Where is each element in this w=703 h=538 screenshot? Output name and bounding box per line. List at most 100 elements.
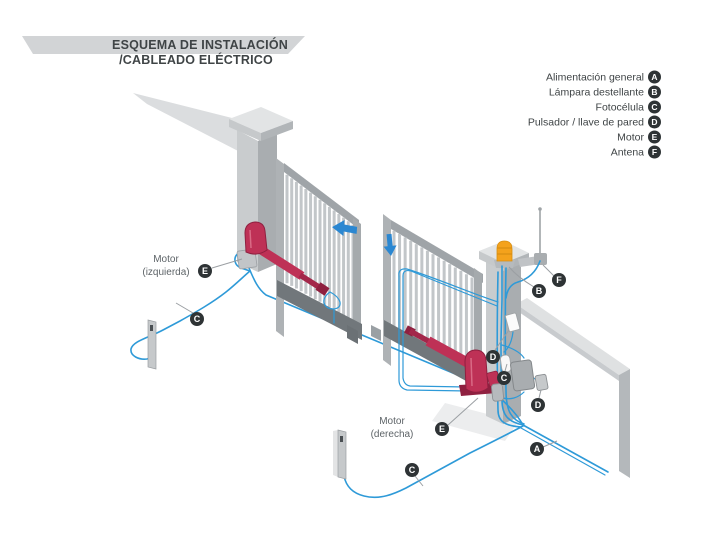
gate-right-foot	[371, 325, 381, 341]
svg-text:D: D	[651, 117, 657, 127]
legend-label: Lámpara destellante	[549, 87, 644, 99]
legend-item-motor: Motor E	[617, 130, 661, 144]
svg-text:C: C	[501, 373, 508, 383]
gate-left	[276, 158, 362, 344]
legend-label: Antena	[611, 147, 644, 159]
gate-left-foot	[347, 325, 358, 344]
legend-badge-c	[648, 100, 661, 114]
legend-item-antena: Antena F	[611, 145, 661, 159]
title-banner-ribbon	[22, 36, 305, 54]
motor-right-label-1: Motor	[379, 416, 405, 427]
marker-power-supply: A	[530, 442, 544, 456]
motor-left-label-1: Motor	[153, 254, 179, 265]
right-wall-edge	[516, 304, 619, 381]
motor-right-housing	[425, 336, 473, 369]
motor-right-label-2: (derecha)	[371, 429, 414, 440]
marker-motor-left: E	[198, 264, 212, 278]
cable-run-antenna	[505, 260, 541, 299]
cable-run-power-a	[522, 424, 609, 473]
marker-wall-switch-lower: D	[531, 398, 545, 412]
legend-badge-a	[648, 70, 661, 84]
cable-run-gate-right-top-a	[398, 268, 499, 303]
legend-item-alimentacion: Alimentación general A	[546, 70, 661, 84]
marker-motor-right: E	[435, 422, 449, 436]
motor-right	[404, 325, 501, 396]
title-banner: ESQUEMA DE INSTALACIÓN /CABLEADO ELÉCTRI…	[22, 36, 305, 67]
legend-badge-f	[648, 145, 661, 159]
photocell-left-post	[147, 319, 157, 370]
wall-switch-lower	[534, 373, 549, 391]
lamp-dome	[496, 240, 513, 262]
legend-badge-d	[648, 115, 661, 129]
legend: Alimentación general A Lámpara destellan…	[528, 70, 661, 159]
leader-lines	[175, 258, 558, 487]
marker-photocell-left: C	[190, 312, 204, 326]
cable-run-controlbox-in	[501, 344, 525, 359]
svg-text:C: C	[651, 102, 657, 112]
svg-text:F: F	[556, 275, 562, 285]
arrow-right-gate-icon	[383, 233, 397, 256]
motor-left-housing	[255, 244, 305, 280]
cable-run-controlbox-out	[502, 391, 525, 400]
svg-text:B: B	[651, 87, 657, 97]
marker-wall-switch-upper: D	[486, 350, 500, 364]
legend-item-pulsador: Pulsador / llave de pared D	[528, 115, 661, 129]
photocell-left	[147, 319, 157, 370]
diagram-labels: Motor (izquierda) Motor (derecha)	[142, 254, 413, 440]
right-wall-top	[516, 298, 630, 375]
photocell-left-eye	[150, 325, 153, 331]
cable-run-switch-upper	[503, 331, 514, 353]
marker-photocell-bottom: C	[405, 463, 419, 477]
diagram-markers: E C B F D C D E	[190, 264, 566, 477]
gate-right-top-rail	[391, 220, 483, 283]
photocell-bottom-post	[337, 429, 347, 480]
svg-text:C: C	[194, 314, 201, 324]
arrow-left-gate-icon	[332, 220, 358, 236]
svg-text:C: C	[409, 465, 416, 475]
legend-label: Fotocélula	[596, 102, 645, 114]
gate-right-bars	[392, 230, 474, 372]
gate-right	[371, 214, 488, 393]
svg-text:A: A	[534, 444, 541, 454]
antenna	[518, 207, 547, 267]
motor-right-rod	[408, 328, 432, 345]
gate-left-stile-r	[353, 218, 361, 332]
svg-text:E: E	[652, 132, 658, 142]
legend-item-fotocelula: Fotocélula C	[596, 100, 661, 114]
svg-text:D: D	[535, 400, 542, 410]
motor-left	[236, 221, 330, 296]
legend-badge-b	[648, 85, 661, 99]
svg-text:E: E	[202, 266, 208, 276]
control-box	[510, 359, 536, 392]
photocell-bottom-eye	[340, 436, 343, 442]
left-pillar	[229, 107, 293, 272]
junction-box	[491, 383, 505, 402]
right-wall-end-face	[619, 369, 630, 478]
legend-badge-e	[648, 130, 661, 144]
page-title-line2: /CABLEADO ELÉCTRICO	[119, 52, 273, 67]
left-wall	[133, 93, 240, 152]
photocell-bottom	[333, 429, 347, 480]
gate-left-bottom-rail	[277, 280, 362, 340]
legend-item-lampara: Lámpara destellante B	[549, 85, 661, 99]
legend-label: Motor	[617, 132, 644, 144]
marker-photocell-pillar: C	[497, 371, 511, 385]
legend-label: Alimentación general	[546, 72, 644, 84]
svg-text:D: D	[490, 352, 497, 362]
flashing-lamp	[494, 240, 515, 268]
gate-left-top-rail	[284, 163, 359, 229]
marker-flashing-lamp: B	[532, 284, 546, 298]
cable-run-gate-right-b	[402, 275, 467, 388]
cable-run-gate-right-top-b	[402, 269, 498, 307]
right-pillar	[479, 241, 529, 424]
motor-left-rod-cap	[315, 282, 330, 296]
motor-left-label-2: (izquierda)	[142, 267, 189, 278]
gate-arrows	[332, 220, 397, 256]
gate-right-bottom-rail	[384, 320, 488, 393]
cable-run-motor-left-loop	[323, 291, 341, 324]
svg-text:E: E	[439, 424, 445, 434]
svg-text:A: A	[651, 72, 657, 82]
right-wall	[516, 298, 630, 478]
svg-text:B: B	[536, 286, 543, 296]
